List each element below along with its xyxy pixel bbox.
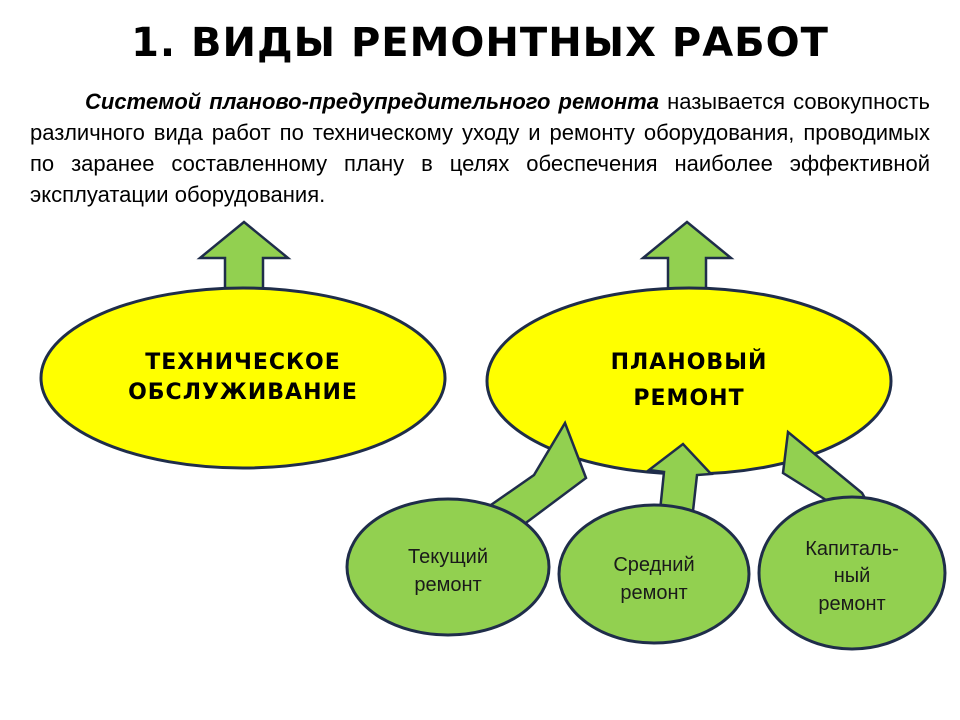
maintenance-ellipse: [39, 286, 447, 470]
medium-repair-circle: [557, 503, 751, 645]
current-label-line1: Текущий: [408, 546, 488, 568]
medium-to-planned-arrow: [645, 442, 714, 513]
capital-label-line2: ный: [834, 565, 871, 587]
definition-term: Системой планово-предупредительного ремо…: [85, 89, 659, 114]
capital-label-line3: ремонт: [818, 593, 885, 615]
capital-label-line1: Капиталь-: [805, 538, 899, 560]
planned-ellipse: [485, 286, 893, 476]
medium-label-line2: ремонт: [620, 582, 687, 604]
planned-label-line2: РЕМОНТ: [633, 386, 744, 411]
planned-label-line1: ПЛАНОВЫЙ: [611, 349, 768, 375]
current-repair-circle: [345, 497, 551, 637]
maintenance-label-line1: ТЕХНИЧЕСКОЕ: [145, 350, 341, 375]
maintenance-label-line2: ОБСЛУЖИВАНИЕ: [128, 380, 358, 405]
capital-repair-circle: [757, 495, 947, 651]
definition-paragraph: Системой планово-предупредительного ремо…: [30, 86, 930, 210]
definition-text: называется совокупность различного вида …: [30, 89, 930, 207]
slide-title: 1. ВИДЫ РЕМОНТНЫХ РАБОТ: [131, 20, 829, 66]
medium-label-line1: Средний: [613, 554, 694, 576]
current-label-line2: ремонт: [414, 574, 481, 596]
